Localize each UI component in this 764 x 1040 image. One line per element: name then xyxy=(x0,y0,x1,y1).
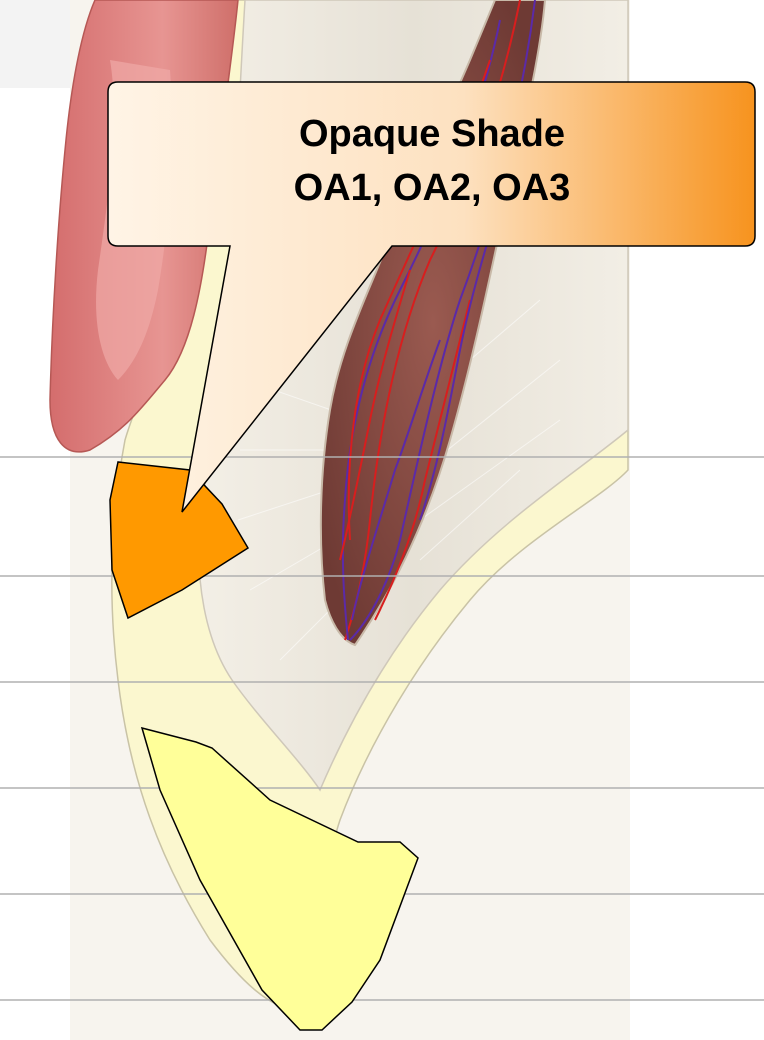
callout-line-1: Opaque Shade xyxy=(299,113,565,155)
corner-panel xyxy=(0,0,80,88)
callout-line-2: OA1, OA2, OA3 xyxy=(294,167,571,209)
